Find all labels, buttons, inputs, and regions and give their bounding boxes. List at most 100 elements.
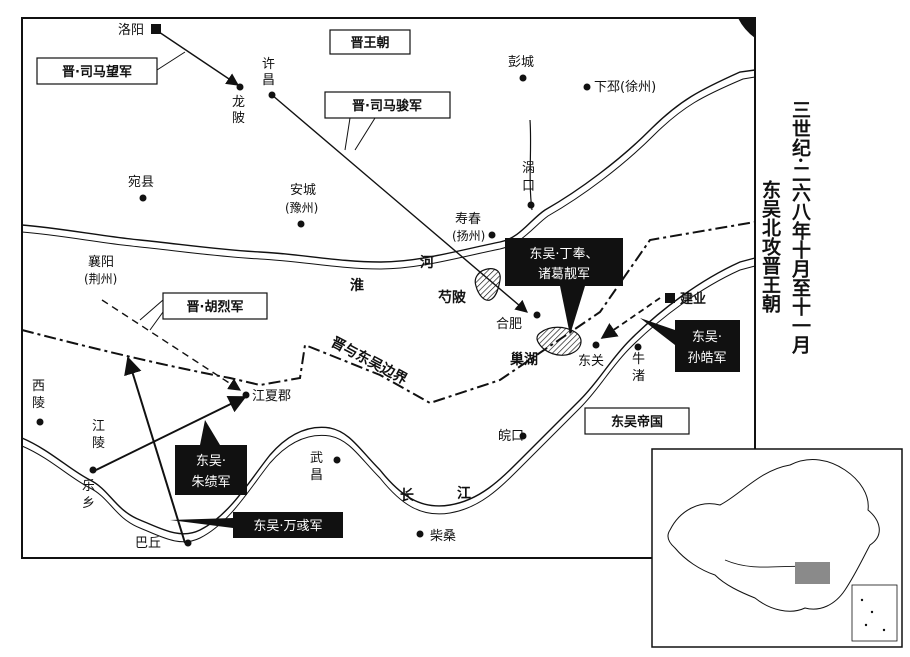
title-column-2: 东吴北攻晋王朝 [759, 179, 781, 314]
wu-region-label: 东吴帝国 [611, 414, 663, 430]
xiapi-label: 下邳(徐州) [594, 80, 656, 95]
army-label-sima-wang: 晋·司马望军 [62, 64, 132, 80]
hefei-dot [533, 311, 541, 319]
wuchang-label-2: 昌 [310, 468, 323, 483]
jin-region-box [329, 29, 411, 55]
luoyang-marker [151, 24, 161, 34]
xiling-label-2: 陵 [32, 396, 45, 411]
jianye-label: 建业 [680, 291, 706, 307]
huai-river-bank [21, 76, 756, 270]
yangtze-river [21, 257, 756, 535]
callout-zhu-ji [200, 420, 220, 445]
callout-ding-feng [560, 286, 585, 335]
route-wu-zhu-ji [95, 396, 247, 471]
luoyang-label: 洛阳 [118, 23, 144, 38]
shouchun-label: 寿春 [455, 212, 481, 227]
inset-island-2 [870, 610, 874, 614]
ancheng-dot [297, 220, 305, 228]
yangtze-river-bank [21, 265, 756, 543]
niuzhu-label-1: 牛 [632, 352, 645, 367]
xiangyang-sub-label: (荆州) [84, 272, 117, 286]
army-box-zhu-ji [175, 445, 247, 495]
longbei-label-2: 陂 [232, 110, 245, 126]
wankou2-label: 皖口 [498, 429, 524, 444]
army-label-ding-feng-2: 诸葛靓军 [538, 267, 590, 282]
army-label-sima-jun: 晋·司马骏军 [352, 98, 422, 114]
callout-hu-lie [139, 299, 164, 331]
ancheng-sub-label: (豫州) [285, 201, 318, 215]
chaohu-label: 巢湖 [509, 351, 538, 368]
shaobei-lake [474, 268, 501, 301]
xuchang-label-2: 昌 [262, 73, 275, 88]
xiling-label-1: 西 [32, 379, 45, 394]
wankou-dot [527, 201, 535, 209]
ancheng-label: 安城 [290, 183, 316, 198]
army-box-sima-wang [36, 57, 158, 85]
pengcheng-dot [519, 74, 527, 82]
army-box-ding-feng [505, 238, 623, 286]
huai-label-2: 河 [420, 254, 434, 271]
route-jin-sima-wang [155, 29, 240, 86]
dongguan-label: 东关 [578, 354, 604, 369]
inset-south-sea-box [851, 584, 898, 642]
xuchang-label-1: 许 [262, 57, 275, 72]
chaisang-label: 柴桑 [430, 529, 456, 544]
army-box-wan-yu [233, 512, 343, 538]
longbei-label-1: 龙 [232, 95, 245, 110]
inset-island-3 [864, 623, 868, 627]
army-label-ding-feng-1: 东吴·丁奉、 [529, 247, 598, 262]
inset-highlight [795, 562, 830, 584]
callout-wan-yu [170, 518, 233, 528]
jin-region-label: 晋王朝 [350, 35, 389, 51]
route-jin-hu-lie [101, 299, 242, 391]
wanxian-dot [139, 194, 147, 202]
shouchun-dot [488, 231, 496, 239]
lexiang-label-1: 乐 [82, 479, 95, 494]
huai-river [21, 69, 756, 263]
pengcheng-label: 彭城 [508, 55, 534, 70]
sea [738, 18, 755, 38]
longbei-dot [236, 83, 244, 91]
hefei-label: 合肥 [496, 317, 522, 332]
lexiang-label-2: 乡 [82, 496, 95, 511]
inset-island-4 [882, 628, 886, 632]
baqiu-dot [184, 539, 192, 547]
army-label-zhu-ji-1: 东吴· [196, 454, 226, 469]
niuzhu-dot [634, 343, 642, 351]
wankou-label-2: 口 [522, 179, 535, 194]
inset-island-1 [860, 598, 864, 602]
niuzhu-label-2: 渚 [632, 369, 645, 384]
lexiang-dot [89, 466, 97, 474]
army-label-hu-lie: 晋·胡烈军 [187, 299, 244, 315]
dongguan-dot [592, 341, 600, 349]
jiangling-label-1: 江 [92, 419, 105, 434]
jiangxia-dot [242, 391, 250, 399]
callout-sun-hao [640, 318, 675, 345]
route-wu-wan-yu [124, 356, 186, 544]
jiangling-label-2: 陵 [92, 436, 105, 451]
wankou-label-1: 涡 [522, 161, 535, 176]
xuchang-dot [268, 91, 276, 99]
army-box-sun-hao [675, 320, 740, 372]
army-label-zhu-ji-2: 朱绩军 [191, 475, 230, 490]
xiangyang-label: 襄阳 [88, 254, 114, 270]
wanxian-label: 宛县 [128, 175, 154, 190]
yangtze-label-2: 江 [457, 485, 471, 502]
jiangxia-label: 江夏郡 [252, 389, 291, 404]
wuchang-label-1: 武 [310, 451, 323, 466]
baqiu-label: 巴丘 [135, 536, 161, 551]
xiling-dot [36, 418, 44, 426]
callout-sima-jun [344, 117, 376, 151]
yangtze-label-1: 长 [400, 487, 415, 504]
wu-region-box [584, 407, 690, 435]
guo-river [529, 119, 533, 211]
army-label-wan-yu: 东吴·万彧军 [253, 519, 322, 534]
wankou2-dot [519, 432, 527, 440]
huai-label-1: 淮 [350, 277, 364, 294]
wuchang-dot [333, 456, 341, 464]
army-label-sun-hao-1: 东吴· [692, 330, 722, 345]
route-jin-sima-jun [271, 94, 528, 313]
title-column-1: 三世纪·二六八年十月至十一月 [789, 100, 812, 354]
jianye-marker [665, 293, 675, 303]
